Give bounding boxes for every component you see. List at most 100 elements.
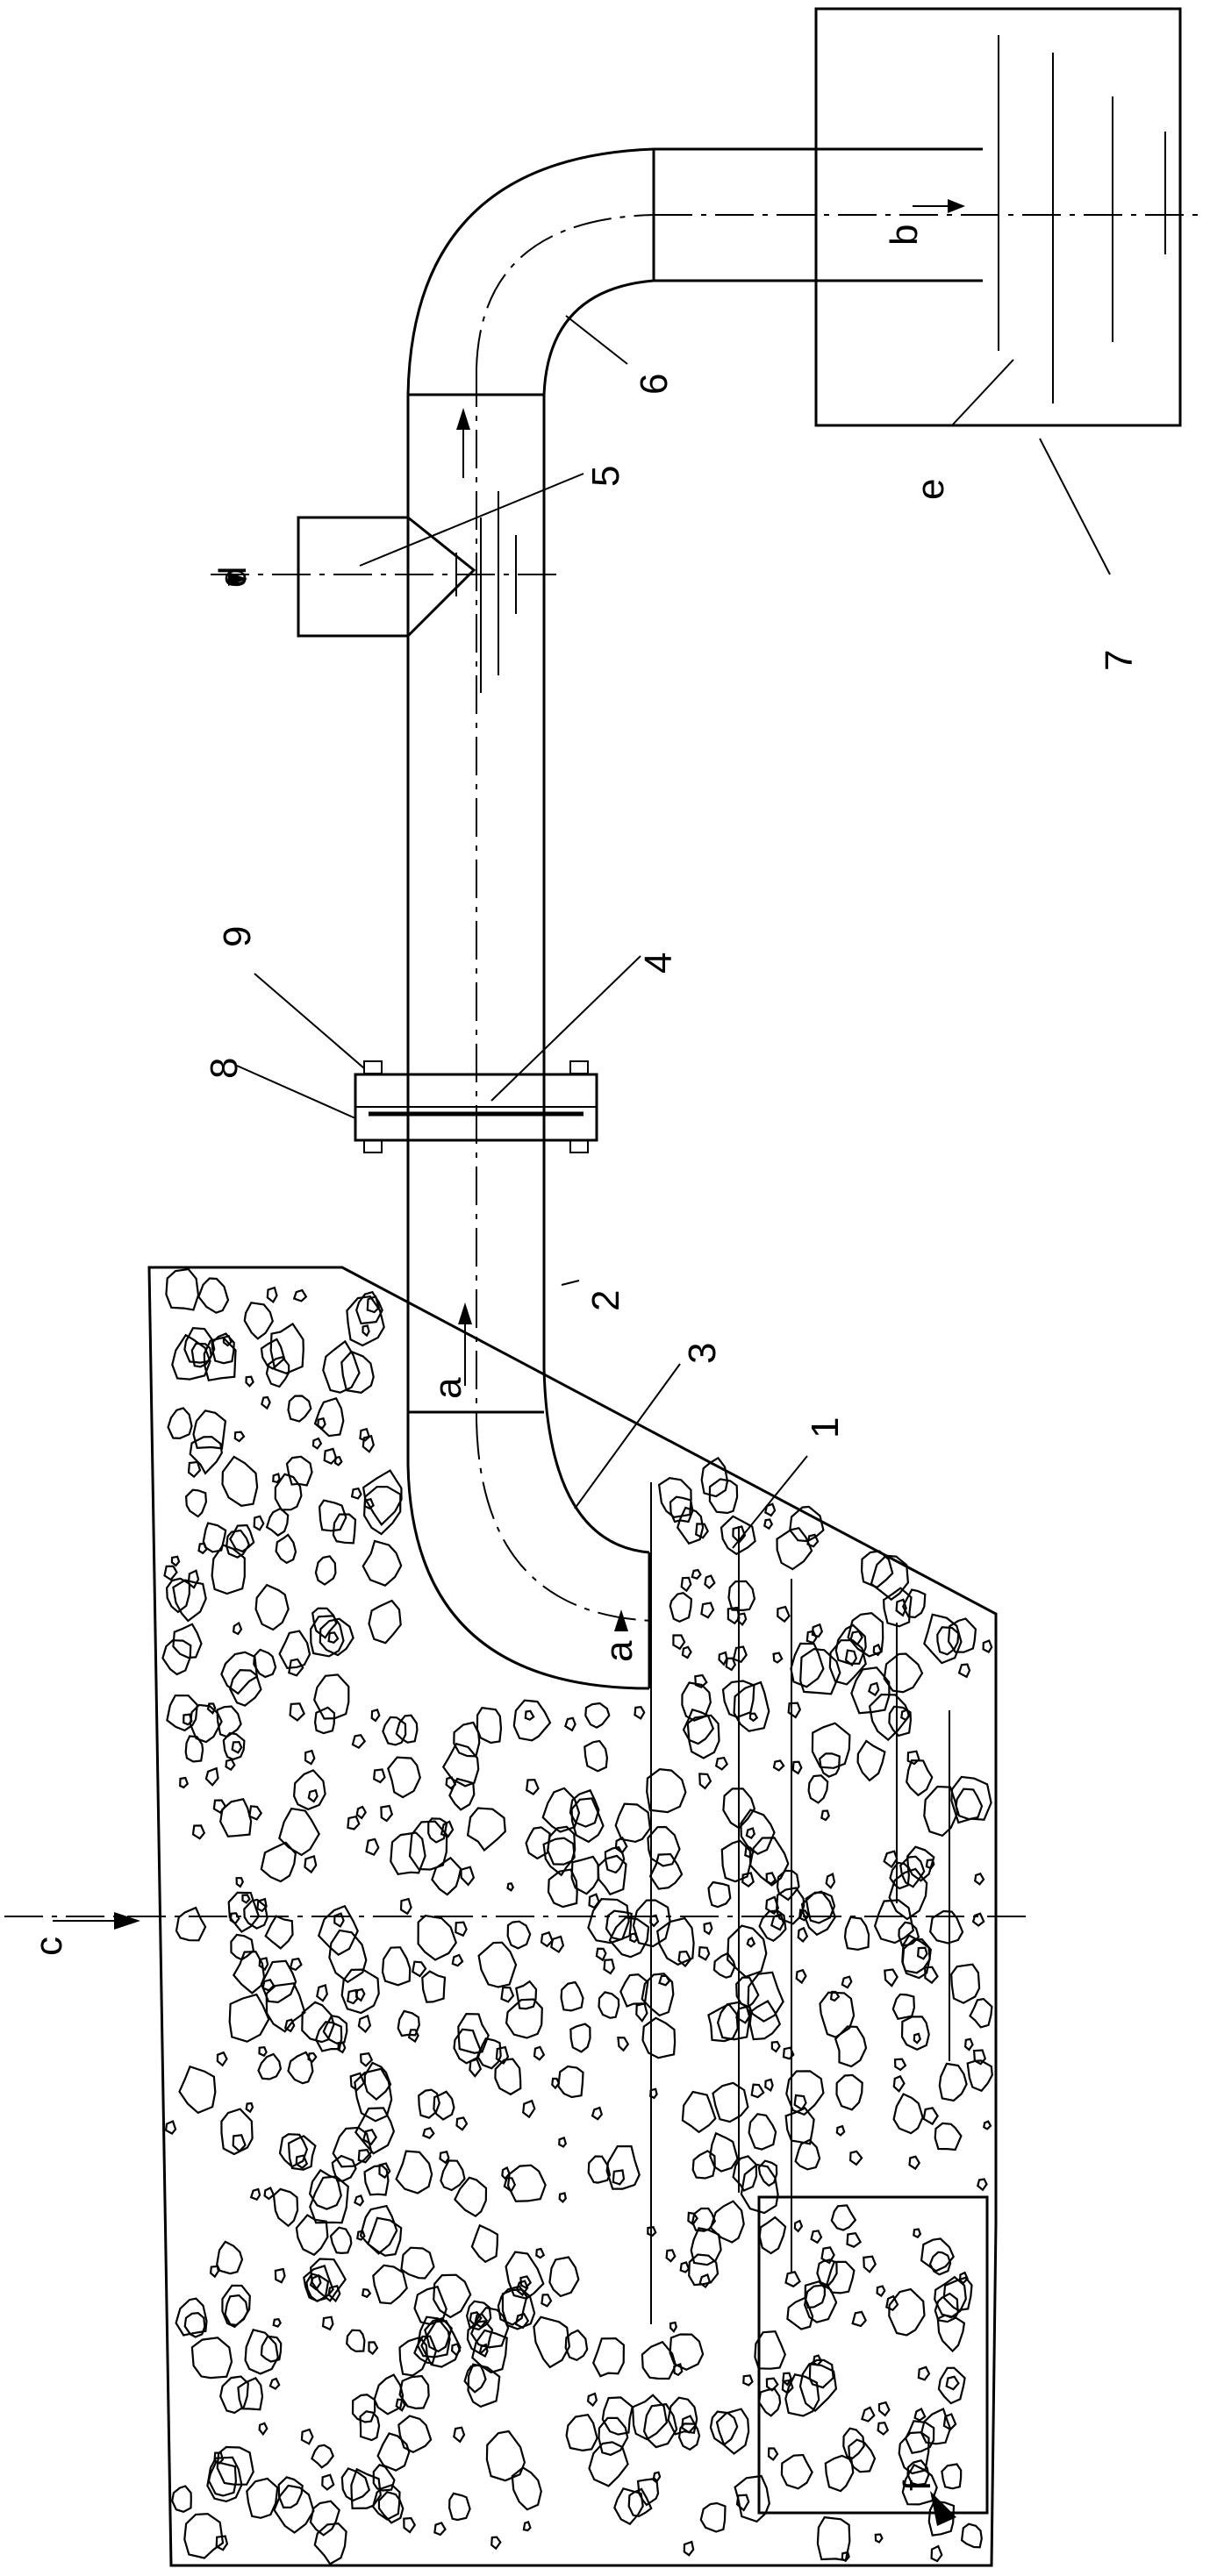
stone bbox=[229, 1912, 240, 1925]
stone bbox=[754, 2330, 786, 2370]
stone bbox=[735, 1976, 760, 2009]
stone bbox=[681, 1681, 712, 1722]
stone bbox=[356, 2230, 366, 2241]
stone bbox=[311, 1437, 323, 1450]
stone bbox=[757, 2387, 782, 2417]
stone bbox=[598, 1991, 620, 2019]
stone bbox=[211, 1332, 235, 1365]
stone bbox=[197, 1542, 208, 1555]
label-part-8: 8 bbox=[203, 1058, 246, 1079]
stone bbox=[228, 1993, 270, 2043]
stone bbox=[187, 1460, 202, 1479]
stone bbox=[222, 1731, 246, 1761]
stone bbox=[301, 2001, 335, 2044]
stone bbox=[960, 2522, 983, 2549]
stone bbox=[285, 1455, 313, 1487]
stone bbox=[733, 1680, 770, 1732]
stone bbox=[584, 1702, 611, 1729]
label-flow-e: e bbox=[909, 479, 952, 500]
stone bbox=[681, 2090, 717, 2134]
stone bbox=[835, 2124, 846, 2137]
stone bbox=[617, 2036, 630, 2052]
stone bbox=[460, 1866, 476, 1887]
stone bbox=[891, 1993, 916, 2021]
stone bbox=[292, 1288, 308, 1302]
stone bbox=[709, 2131, 739, 2173]
stone bbox=[263, 2187, 276, 2201]
stone bbox=[451, 1953, 464, 1967]
stone bbox=[565, 2413, 598, 2452]
stone bbox=[226, 1529, 251, 1559]
stone bbox=[183, 2512, 225, 2559]
stone bbox=[872, 1643, 883, 1657]
stone bbox=[288, 1658, 304, 1677]
stone bbox=[211, 1544, 246, 1595]
stone bbox=[813, 2354, 823, 2366]
stone bbox=[245, 2101, 254, 2114]
stone bbox=[681, 2415, 697, 2434]
stone bbox=[727, 1580, 756, 1612]
stone bbox=[646, 1767, 687, 1814]
stone bbox=[657, 1477, 692, 1518]
stone bbox=[885, 2294, 899, 2312]
stone bbox=[797, 1926, 809, 1943]
stone bbox=[714, 1756, 729, 1771]
stone bbox=[350, 1487, 362, 1500]
stone bbox=[264, 1915, 294, 1950]
stone bbox=[418, 2088, 440, 2119]
stone bbox=[505, 1998, 543, 2039]
stone bbox=[327, 1631, 340, 1645]
stone bbox=[798, 2363, 838, 2413]
stone bbox=[750, 2083, 765, 2099]
stone bbox=[924, 1966, 939, 1985]
stone bbox=[346, 2329, 366, 2352]
stone bbox=[969, 1997, 993, 2029]
stone bbox=[378, 2162, 391, 2180]
stone bbox=[785, 2070, 825, 2116]
stone bbox=[362, 1434, 375, 1453]
stone bbox=[372, 2264, 408, 2305]
stone bbox=[793, 2219, 804, 2233]
stone bbox=[337, 2041, 347, 2054]
stone bbox=[305, 2273, 330, 2302]
stone bbox=[450, 2343, 462, 2357]
stone bbox=[355, 1805, 367, 1820]
stone bbox=[877, 2401, 891, 2417]
stone bbox=[900, 2016, 930, 2052]
stone bbox=[803, 2284, 838, 2323]
stone bbox=[525, 1826, 551, 1860]
stone bbox=[403, 2516, 417, 2534]
stone bbox=[601, 2396, 634, 2436]
stone bbox=[900, 1708, 910, 1722]
stone bbox=[629, 1932, 639, 1944]
stone bbox=[258, 1957, 269, 1972]
stone bbox=[441, 1742, 480, 1788]
stone bbox=[558, 2192, 567, 2203]
stone bbox=[929, 1909, 964, 1944]
stone bbox=[494, 2058, 522, 2096]
label-part-6: 6 bbox=[633, 374, 676, 395]
stone bbox=[274, 1473, 303, 1511]
stone bbox=[253, 1515, 265, 1531]
stone bbox=[172, 1623, 203, 1659]
stone bbox=[945, 2375, 960, 2391]
stone bbox=[825, 1872, 836, 1890]
stone bbox=[511, 2466, 542, 2511]
stone bbox=[331, 2154, 357, 2182]
stone bbox=[709, 2410, 739, 2446]
stone bbox=[167, 1407, 193, 1440]
stone bbox=[598, 2416, 629, 2457]
side-inlet bbox=[211, 491, 562, 693]
stone bbox=[923, 1785, 959, 1837]
stone bbox=[357, 2014, 372, 2034]
stone bbox=[955, 1788, 984, 1821]
stone bbox=[362, 1324, 370, 1338]
stone bbox=[680, 1576, 692, 1593]
stone bbox=[698, 2273, 711, 2289]
stone bbox=[927, 2500, 956, 2537]
stone bbox=[216, 2051, 228, 2067]
stone bbox=[397, 2415, 433, 2454]
stone bbox=[716, 2001, 751, 2041]
stone bbox=[805, 1891, 836, 1924]
stone bbox=[937, 2366, 966, 2405]
